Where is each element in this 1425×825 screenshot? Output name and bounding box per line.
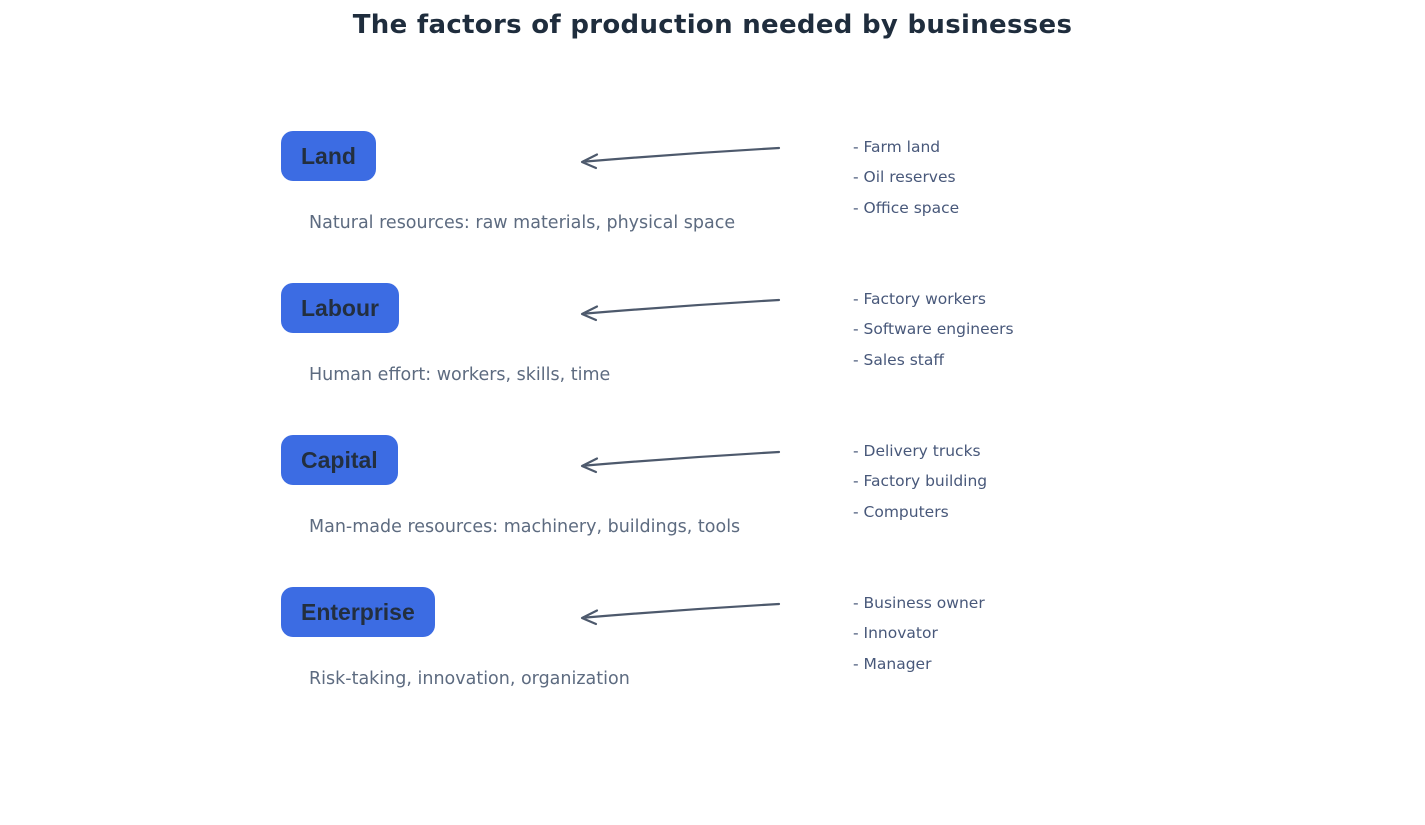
example-item: - Business owner <box>853 594 985 612</box>
factor-badge-labour[interactable]: Labour <box>281 283 399 333</box>
left-arrow-icon <box>580 450 781 474</box>
factor-badge-enterprise[interactable]: Enterprise <box>281 587 435 637</box>
factor-description: Man-made resources: machinery, buildings… <box>309 517 741 537</box>
left-arrow-icon <box>580 298 781 322</box>
factor-description: Natural resources: raw materials, physic… <box>309 213 736 233</box>
example-item: - Factory workers <box>853 290 987 308</box>
left-arrow-icon <box>580 602 781 626</box>
factor-section-labour: Labour Human effort: workers, skills, ti… <box>0 283 1425 435</box>
factor-section-land: Land Natural resources: raw materials, p… <box>0 131 1425 283</box>
factor-examples: - Delivery trucks - Factory building - C… <box>853 436 987 527</box>
example-item: - Office space <box>853 198 960 217</box>
example-item: - Manager <box>853 654 932 673</box>
page-title: The factors of production needed by busi… <box>352 10 1073 40</box>
example-item: - Computers <box>853 502 949 521</box>
example-item: - Oil reserves <box>853 168 956 187</box>
example-item: - Delivery trucks <box>853 442 981 460</box>
factor-examples: - Farm land - Oil reserves - Office spac… <box>853 132 959 223</box>
example-item: - Factory building <box>853 472 988 491</box>
factor-examples: - Business owner - Innovator - Manager <box>853 588 985 679</box>
example-item: - Sales staff <box>853 350 945 369</box>
left-arrow-icon <box>580 146 781 170</box>
factor-section-capital: Capital Man-made resources: machinery, b… <box>0 435 1425 587</box>
factor-section-enterprise: Enterprise Risk-taking, innovation, orga… <box>0 587 1425 739</box>
factor-examples: - Factory workers - Software engineers -… <box>853 284 1014 375</box>
factor-description: Human effort: workers, skills, time <box>309 365 611 385</box>
example-item: - Innovator <box>853 624 938 643</box>
factor-badge-land[interactable]: Land <box>281 131 376 181</box>
example-item: - Software engineers <box>853 320 1014 339</box>
example-item: - Farm land <box>853 138 941 156</box>
factor-badge-capital[interactable]: Capital <box>281 435 398 485</box>
factor-description: Risk-taking, innovation, organization <box>309 669 630 689</box>
